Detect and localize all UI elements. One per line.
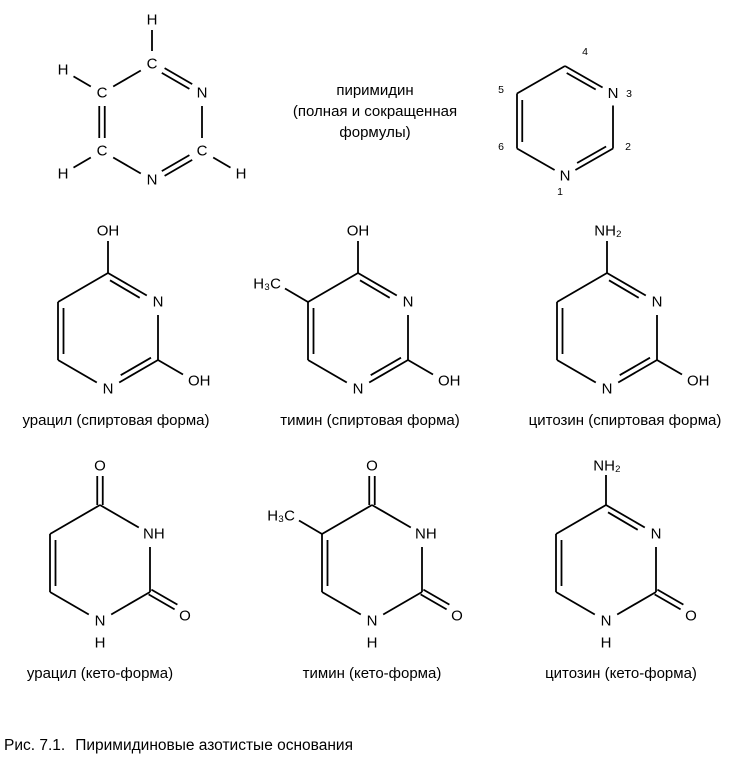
figure-caption-text: Пиримидиновые азотистые основания [75,737,353,754]
figure-caption-number: Рис. 7.1. [4,737,66,754]
atom-h1-label: H [95,635,106,652]
atom-n1-label: N [560,168,571,185]
pyrimidine-title-line1: пиримидин [336,82,414,99]
atom-n3-label: N [153,294,164,311]
position-number-1: 1 [557,186,563,198]
caption-uracil-keto: урацил (кето-форма) [26,665,174,682]
atom-c5-label: C [97,85,108,102]
atom-n3-label: N [652,294,663,311]
substituent-oh-right-label: OH [188,373,211,390]
bond-lines [73,30,231,177]
oxygen-top-label: O [366,458,378,475]
atom-h2-label: H [236,166,247,183]
substituent-methyl-label: H₃C [253,276,281,293]
pyrimidine-title: пиримидин (полная и сокращенная формулы) [258,80,492,143]
caption-cytosine-keto: цитозин (кето-форма) [545,665,697,682]
oxygen-top-label: O [94,458,106,475]
atom-c4-label: C [147,56,158,73]
bond-lines [298,476,450,616]
atom-h1-label: H [367,635,378,652]
uracil-keto-structure: O O NH N H [49,458,191,652]
position-number-6: 6 [498,141,504,153]
substituent-methyl-label: H₃C [267,508,295,525]
atom-n1-label: N [103,381,114,398]
atom-n3-label: N [651,526,662,543]
position-number-3: 3 [626,88,632,100]
caption-thymine-keto: тимин (кето-форма) [302,665,442,682]
oxygen-right-label: O [451,608,463,625]
pyrimidine-full-structure: C N C N C C H H H H [58,12,247,189]
position-number-5: 5 [498,84,504,96]
substituent-oh-right-label: OH [687,373,710,390]
atom-h4-label: H [147,12,158,29]
pyrimidine-title-line3: формулы) [339,124,411,141]
atom-c2-label: C [197,143,208,160]
atom-n3-label: N [403,294,414,311]
bond-lines [516,65,614,171]
thymine-keto-structure: O O NH N H H₃C [267,458,463,652]
oxygen-right-label: O [179,608,191,625]
atom-n3-label: N [608,85,619,102]
pyrimidine-short-structure: N N 4 3 2 1 6 5 [498,46,632,198]
caption-cytosine-enol: цитозин (спиртовая форма) [528,412,722,429]
atom-n1-label: N [95,613,106,630]
chemical-structures-svg: C N C N C C H H H H N N [49,12,710,652]
substituent-oh-top-label: OH [97,223,120,240]
figure-caption: Рис. 7.1. Пиримидиновые азотистые основан… [4,737,353,755]
atom-n3h-label: NH [143,526,165,543]
position-number-4: 4 [582,46,588,58]
atom-n1-label: N [601,613,612,630]
atom-h1-label: H [601,635,612,652]
atom-n1-label: N [602,381,613,398]
substituent-oh-top-label: OH [347,223,370,240]
uracil-enol-structure: N N OH OH [57,223,211,398]
position-number-2: 2 [625,141,631,153]
cytosine-keto-structure: NH₂ O N N H [555,458,697,652]
bond-lines [57,241,184,384]
bond-lines [555,475,684,616]
atom-n1-label: N [367,613,378,630]
bond-lines [49,476,178,616]
caption-thymine-enol: тимин (спиртовая форма) [280,412,460,429]
thymine-enol-structure: N N OH OH H₃C [253,223,460,398]
bond-lines [556,241,683,384]
substituent-nh2-label: NH₂ [594,223,622,240]
atom-h5-label: H [58,62,69,79]
caption-uracil-enol: урацил (спиртовая форма) [22,412,210,429]
pyrimidine-title-line2: (полная и сокращенная [292,103,458,120]
atom-c6-label: C [97,143,108,160]
cytosine-enol-structure: N N NH₂ OH [556,223,710,398]
atom-n3-label: N [197,85,208,102]
substituent-oh-right-label: OH [438,373,461,390]
atom-n3h-label: NH [415,526,437,543]
atom-n1-label: N [353,381,364,398]
oxygen-right-label: O [685,608,697,625]
atom-n1-label: N [147,172,158,189]
bond-lines [284,241,434,384]
substituent-nh2-label: NH₂ [593,458,621,475]
atom-h6-label: H [58,166,69,183]
